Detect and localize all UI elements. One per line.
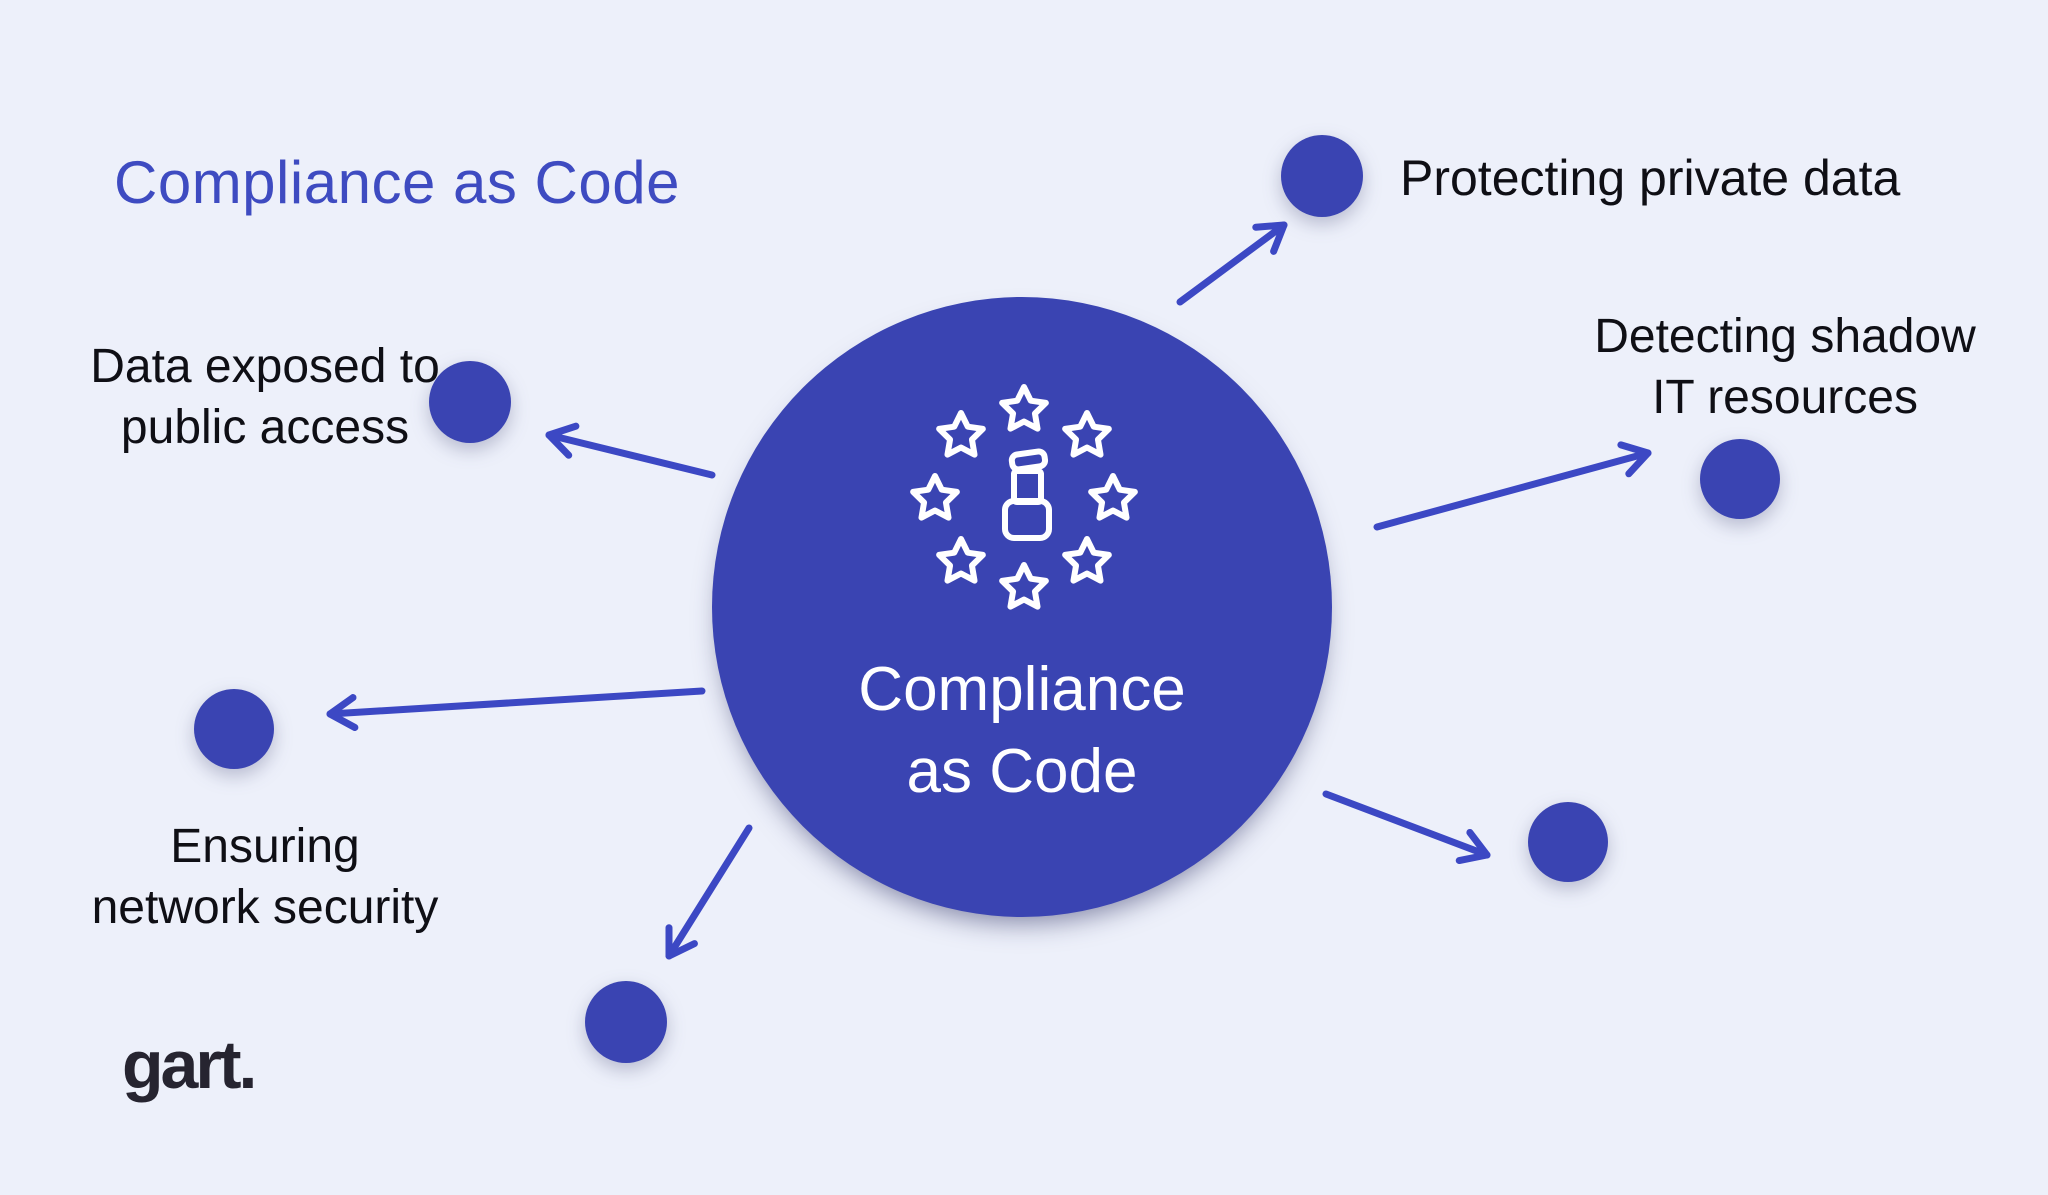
label-protecting: Protecting private data (1400, 148, 1920, 209)
node-dot-detecting (1700, 439, 1780, 519)
center-label-line2: as Code (906, 737, 1138, 806)
label-data-exposed-line1: Data exposed to (90, 340, 440, 393)
label-ensuring-line2: network security (91, 881, 439, 934)
node-dot-data-exposed (429, 361, 511, 443)
arrow-to-ensuring (326, 687, 706, 731)
label-detecting-line1: Detecting shadow (1594, 310, 1976, 363)
brand-logo: gart. (122, 1027, 257, 1103)
center-label-line1: Compliance (858, 655, 1186, 724)
center-label: Compliance as Code (712, 649, 1332, 813)
arrow-to-data-exposed (545, 422, 716, 479)
node-dot-bottom-left (585, 981, 667, 1063)
arrow-to-bottom-right (1322, 790, 1491, 865)
diagram-title: Compliance as Code (114, 149, 680, 216)
label-data-exposed-line2: public access (120, 401, 410, 454)
label-data-exposed: Data exposed to public access (40, 336, 490, 458)
label-detecting-line2: IT resources (1652, 371, 1918, 424)
label-detecting: Detecting shadow IT resources (1585, 306, 1985, 428)
person-glyph (1002, 448, 1052, 541)
node-dot-ensuring (194, 689, 274, 769)
label-ensuring-line1: Ensuring (170, 820, 360, 873)
node-dot-protecting (1281, 135, 1363, 217)
label-ensuring: Ensuring network security (65, 816, 465, 938)
arrow-to-bottom-left (665, 824, 753, 960)
arrow-to-protecting (1176, 221, 1288, 306)
node-dot-bottom-right (1528, 802, 1608, 882)
eu-stars-person-icon (910, 384, 1138, 610)
arrow-to-detecting (1373, 441, 1652, 531)
center-circle: Compliance as Code (712, 297, 1332, 917)
label-protecting-text: Protecting private data (1400, 150, 1901, 206)
